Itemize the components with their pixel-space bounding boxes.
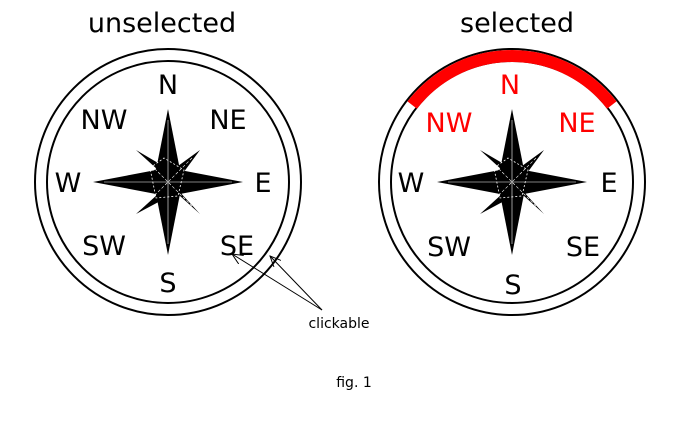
direction-ne[interactable]: NE <box>558 108 595 139</box>
compass-rose-icon <box>437 109 587 255</box>
clickable-annotation: clickable <box>232 254 370 332</box>
direction-w[interactable]: W <box>55 168 82 199</box>
direction-sw[interactable]: SW <box>82 231 126 262</box>
compass-title: selected <box>460 8 574 39</box>
annotation-arrow <box>232 254 323 311</box>
direction-nw[interactable]: NW <box>81 105 128 136</box>
compass-rose-icon <box>93 109 243 255</box>
direction-e[interactable]: E <box>254 168 271 199</box>
compass-selected: selected N NE E SE S SW W NW <box>378 8 646 316</box>
inner-ring <box>46 60 290 304</box>
outer-ring <box>34 48 302 316</box>
direction-s[interactable]: S <box>159 268 176 299</box>
direction-se[interactable]: SE <box>566 232 600 263</box>
direction-nw[interactable]: NW <box>426 108 473 139</box>
annotation-label: clickable <box>308 316 369 332</box>
direction-w[interactable]: W <box>398 168 425 199</box>
direction-s[interactable]: S <box>504 270 521 301</box>
compass-title: unselected <box>88 8 236 39</box>
compass-unselected: unselected N NE E SE S SW W NW <box>34 8 302 316</box>
selected-arc-n[interactable] <box>407 50 617 109</box>
annotation-arrow <box>270 256 323 311</box>
direction-n[interactable]: N <box>158 70 178 101</box>
outer-ring <box>378 48 646 316</box>
direction-ne[interactable]: NE <box>209 105 246 136</box>
direction-e[interactable]: E <box>600 168 617 199</box>
direction-n[interactable]: N <box>500 70 520 101</box>
figure-caption: fig. 1 <box>336 375 372 391</box>
direction-sw[interactable]: SW <box>427 232 471 263</box>
